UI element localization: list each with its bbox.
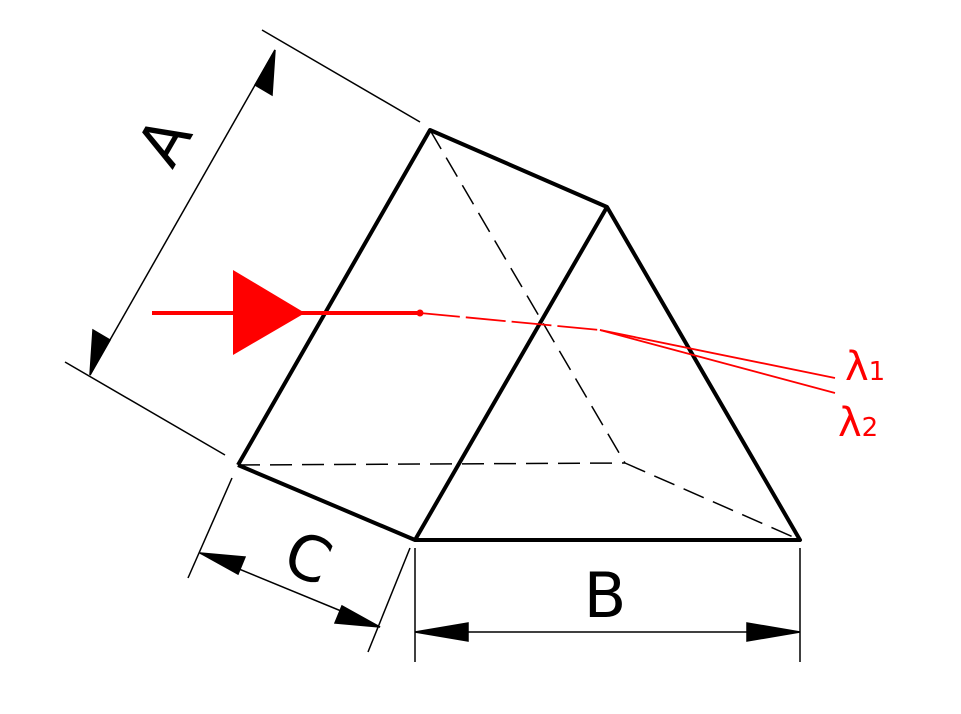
prism-outline (236, 128, 802, 542)
label-b: B (584, 559, 627, 632)
dimension-c (187, 477, 411, 653)
label-c: C (274, 516, 341, 600)
hidden-edges (237, 129, 801, 541)
label-lambda1: λ1 (845, 344, 885, 390)
label-lambda2: λ2 (838, 400, 878, 446)
dimension-b (414, 548, 801, 662)
label-a: A (122, 105, 206, 178)
dimension-a (64, 29, 421, 456)
light-ray (152, 270, 836, 394)
